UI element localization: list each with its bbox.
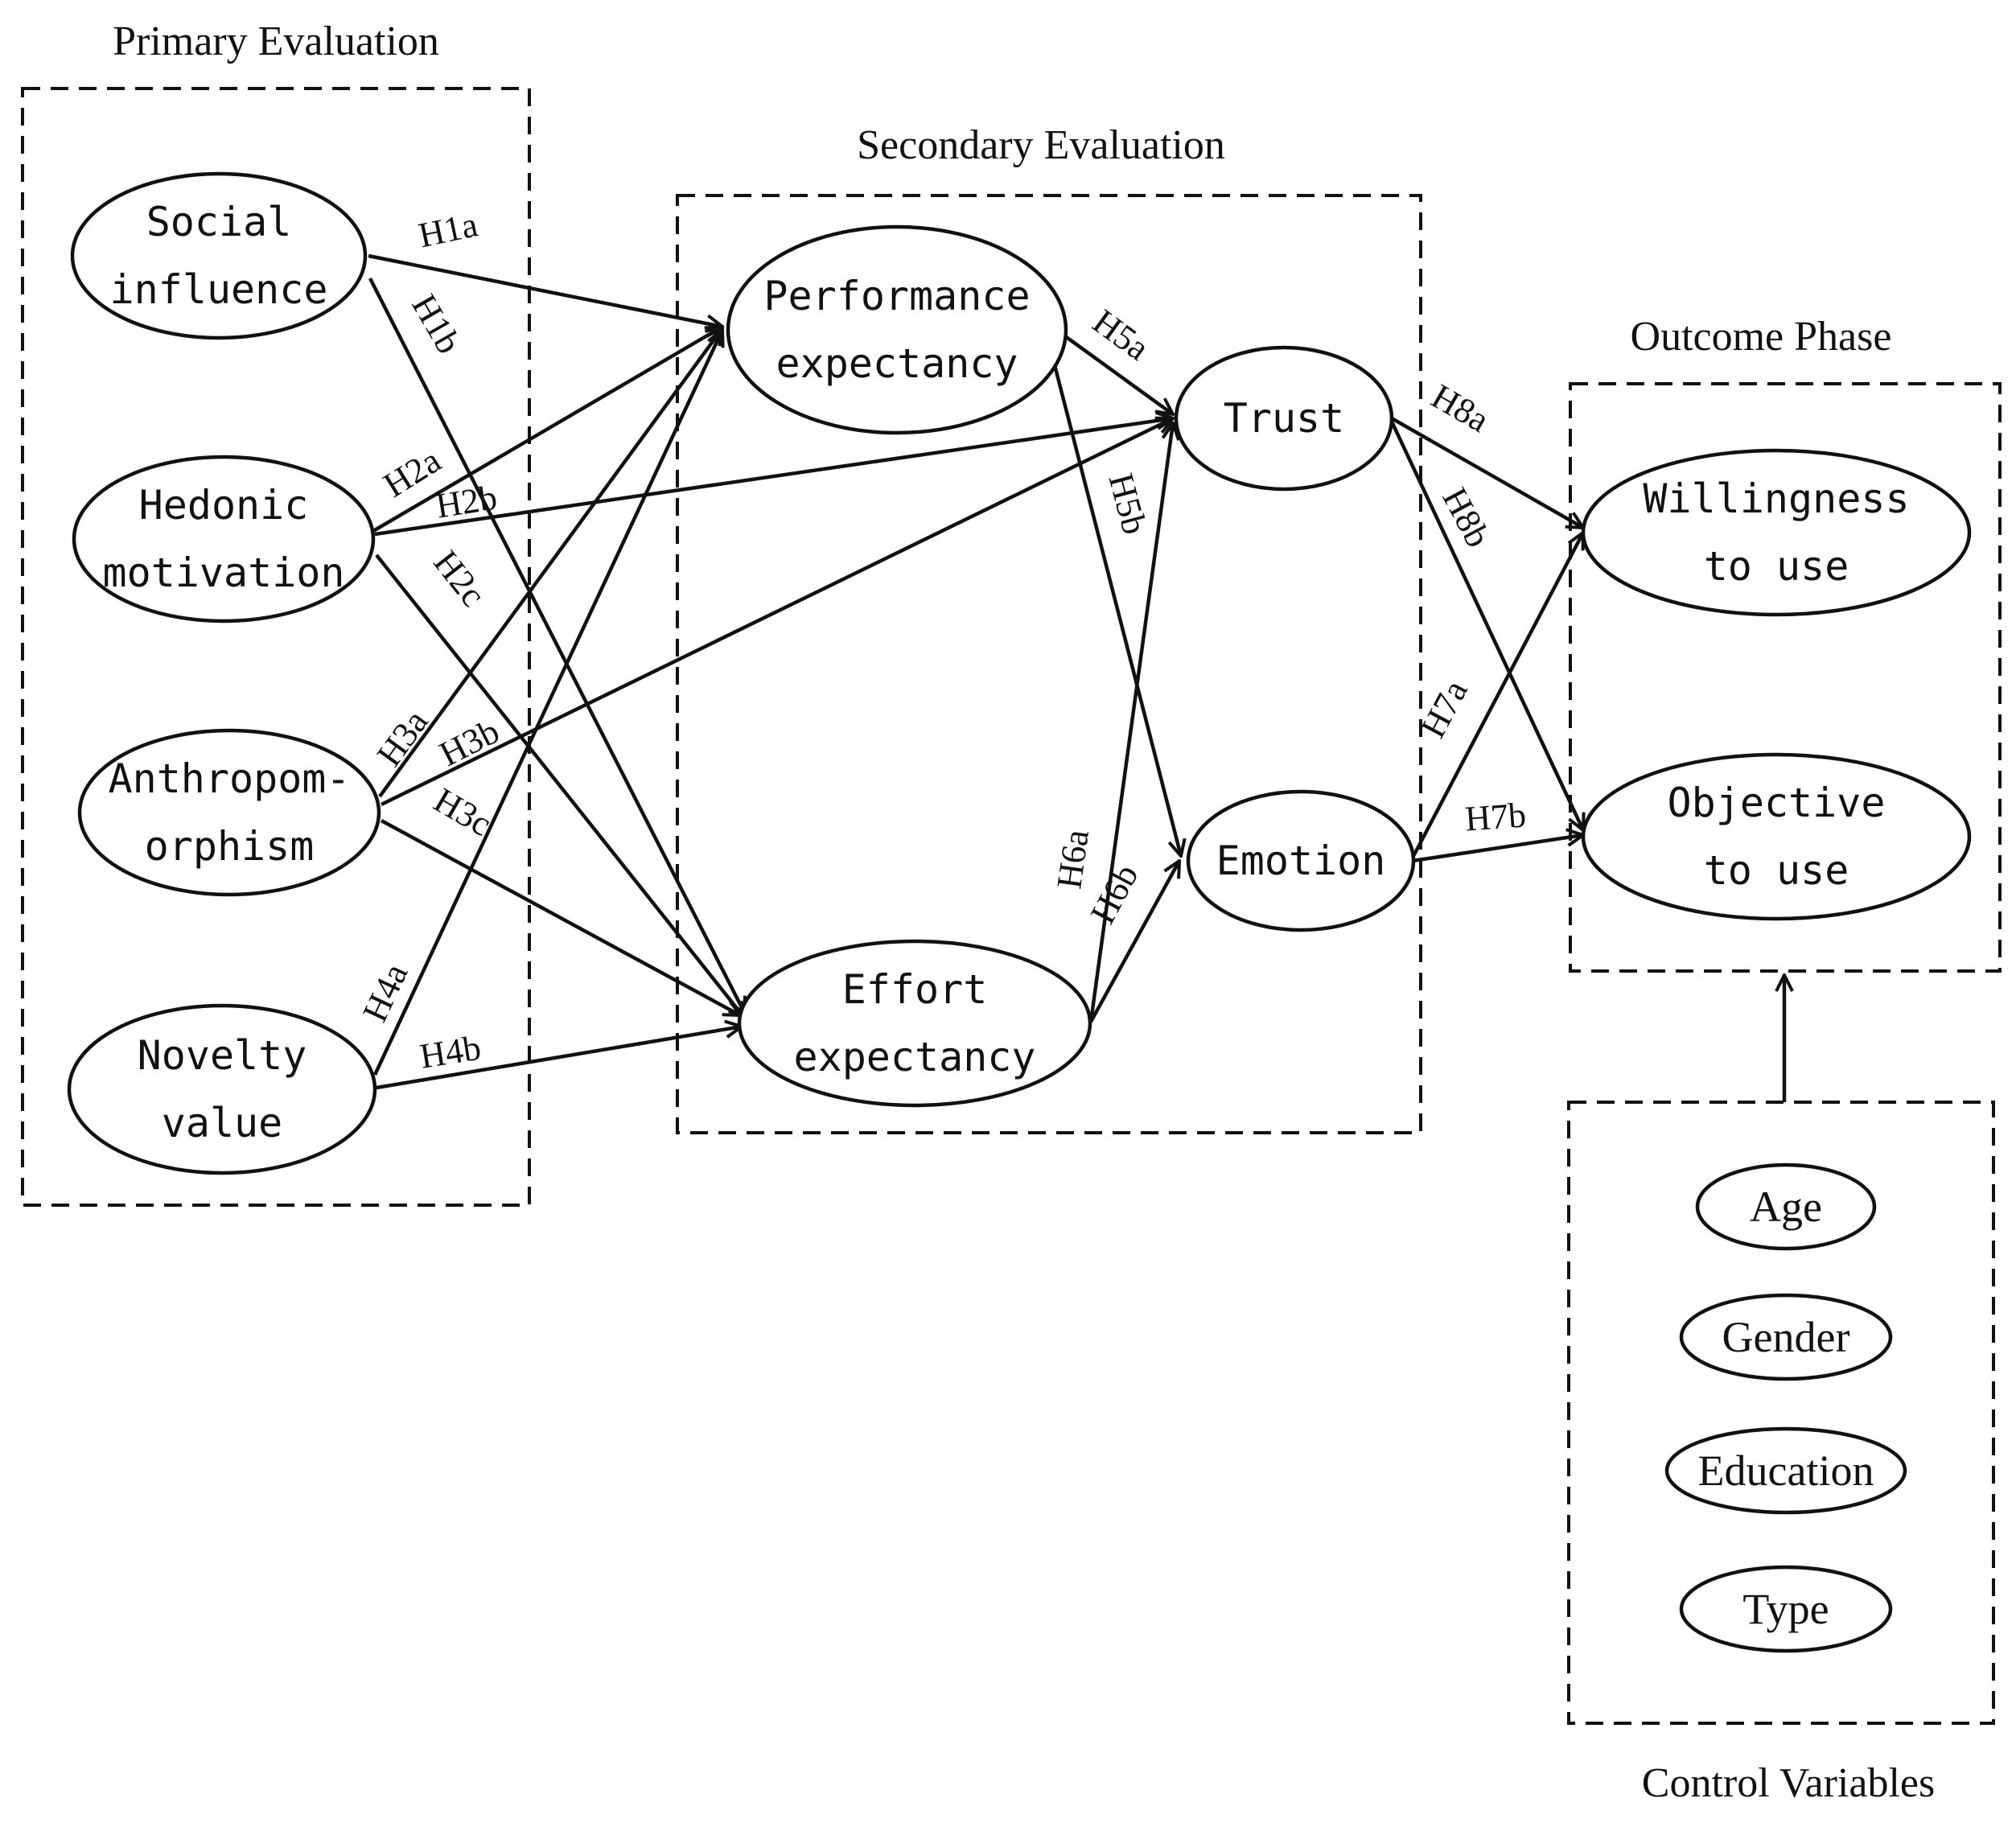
control-gender-ellipse <box>1679 1293 1893 1381</box>
node-hedonic-ellipse <box>72 455 376 623</box>
arrow-novelty-to-effort <box>376 1027 742 1090</box>
node-anthro-label-line-2: orphism <box>145 823 315 870</box>
control-type-ellipse <box>1679 1565 1893 1653</box>
node-trust: Trust <box>1174 345 1394 492</box>
arrow-perf-to-trust <box>1060 332 1173 414</box>
node-novelty-label-line-1: Novelty <box>138 1032 307 1079</box>
control-education: Education <box>1664 1426 1907 1515</box>
node-perf-ellipse <box>726 224 1068 435</box>
edge-label-h8b: H8b <box>1434 481 1498 553</box>
arrow-social-to-effort <box>368 277 745 1014</box>
control-age: Age <box>1695 1163 1877 1251</box>
arrow-hedonic-to-trust <box>374 418 1173 537</box>
node-emotion-label-line-1: Emotion <box>1216 837 1386 884</box>
control-age-ellipse <box>1695 1163 1877 1251</box>
primary-evaluation-box <box>21 87 531 1207</box>
node-perf-label-line-2: expectancy <box>776 340 1018 387</box>
edge-label-h2c: H2c <box>426 543 494 614</box>
edges-layer <box>368 253 1784 1102</box>
node-social-label-line-1: Social <box>146 199 292 245</box>
node-social: Social influence <box>70 171 368 340</box>
node-hedonic-label-line-1: Hedonic <box>139 482 309 529</box>
control-education-ellipse <box>1664 1426 1907 1515</box>
control-type: Type <box>1679 1565 1893 1653</box>
node-emotion-ellipse <box>1186 789 1416 932</box>
node-effort: Effort expectancy <box>737 939 1092 1108</box>
control-education-label: Education <box>1698 1446 1874 1495</box>
edge-label-h2b: H2b <box>433 478 500 526</box>
arrow-anthro-to-trust <box>381 418 1173 807</box>
arrow-trust-to-willing <box>1390 417 1583 528</box>
edge-label-h7a: H7a <box>1413 673 1475 744</box>
edge-label-h6a: H6a <box>1049 827 1096 891</box>
node-willing-ellipse <box>1581 448 1972 617</box>
arrow-anthro-to-effort <box>380 819 740 1015</box>
node-objective-label-line-1: Objective <box>1668 780 1886 826</box>
node-anthro: Anthropom-orphism <box>77 728 381 897</box>
arrow-hedonic-to-perf <box>372 327 722 533</box>
control-gender: Gender <box>1679 1293 1893 1381</box>
node-social-ellipse <box>70 171 368 340</box>
edge-label-h1b: H1b <box>404 288 468 360</box>
edge-label-h3a: H3a <box>369 702 436 773</box>
edge-label-h6b: H6b <box>1083 858 1146 930</box>
arrow-anthro-to-perf <box>378 328 722 798</box>
node-objective-label-line-2: to use <box>1704 847 1849 894</box>
node-novelty-ellipse <box>67 1003 377 1175</box>
arrow-hedonic-to-effort <box>375 553 745 1018</box>
node-novelty-label-line-2: value <box>162 1100 283 1146</box>
secondary-evaluation-title: Secondary Evaluation <box>857 122 1225 168</box>
control-variables-title: Control Variables <box>1642 1760 1935 1806</box>
secondary-evaluation-box <box>676 194 1422 1134</box>
arrow-perf-to-emotion <box>1051 361 1181 856</box>
primary-evaluation-title: Primary Evaluation <box>113 19 439 64</box>
node-trust-label-line-1: Trust <box>1224 395 1345 442</box>
node-perf-label-line-1: Performance <box>763 273 1030 319</box>
arrow-emotion-to-willing <box>1411 533 1583 859</box>
edge-label-h8a: H8a <box>1425 377 1496 440</box>
arrow-effort-to-emotion <box>1089 861 1179 1023</box>
outcome-phase-title: Outcome Phase <box>1631 314 1892 360</box>
node-effort-label-line-1: Effort <box>842 966 988 1013</box>
arrow-trust-to-objective <box>1389 421 1583 830</box>
node-hedonic: Hedonic motivation <box>72 455 376 623</box>
node-social-label-line-2: influence <box>110 266 328 313</box>
edge-label-h4b: H4b <box>417 1028 483 1076</box>
node-anthro-label-line-1: Anthropom- <box>108 755 350 802</box>
node-emotion: Emotion <box>1186 789 1416 932</box>
control-age-label: Age <box>1750 1183 1822 1231</box>
outcome-phase-box <box>1569 382 2002 973</box>
node-novelty: Novelty value <box>67 1003 377 1175</box>
node-willing-label-line-1: Willingness <box>1643 475 1909 522</box>
arrow-social-to-perf <box>368 253 722 327</box>
edge-label-h7b: H7b <box>1463 795 1527 838</box>
node-anthro-ellipse <box>77 728 381 897</box>
node-perf: Performance expectancy <box>726 224 1068 435</box>
node-objective: Objective to use <box>1581 752 1972 921</box>
arrow-emotion-to-objective <box>1412 835 1583 863</box>
node-willing: Willingness to use <box>1581 448 1972 617</box>
arrow-novelty-to-perf <box>372 330 722 1076</box>
node-effort-label-line-2: expectancy <box>793 1034 1035 1080</box>
arrow-effort-to-trust <box>1088 423 1173 1023</box>
control-type-label: Type <box>1742 1585 1829 1633</box>
control-variables-box <box>1567 1101 1995 1725</box>
edge-label-h4a: H4a <box>355 957 415 1027</box>
edge-label-h1a: H1a <box>415 204 481 255</box>
node-hedonic-label-line-2: motivation <box>102 549 344 596</box>
node-objective-ellipse <box>1581 752 1972 921</box>
node-effort-ellipse <box>737 939 1092 1108</box>
node-willing-label-line-2: to use <box>1704 543 1849 590</box>
control-gender-label: Gender <box>1722 1313 1850 1361</box>
edge-label-h3b: H3b <box>434 711 506 774</box>
edge-label-h5b: H5b <box>1101 469 1155 538</box>
node-trust-ellipse <box>1174 345 1394 492</box>
